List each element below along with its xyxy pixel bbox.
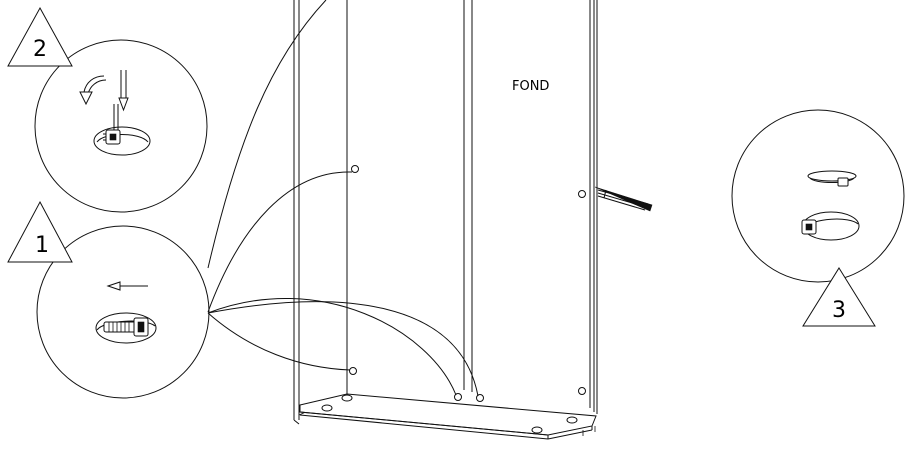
callout-step-1: 1 [7,200,210,399]
step-3-number: 3 [832,298,846,323]
callout-step-2: 2 [7,6,208,213]
step-1-number: 1 [35,233,49,258]
detail-circle-step-3 [731,109,905,283]
rotate-arrow-icon [79,75,107,106]
screw-holes [349,165,586,402]
push-down-arrow-icon [118,70,129,112]
right-side-panel [589,0,598,414]
base-plate [299,393,597,440]
cabinet: FOND [293,0,598,440]
insertion-arrow-icon [594,186,653,212]
detail-circle-step-1 [36,225,210,399]
cam-lock-hole-icon [93,104,151,156]
center-divider [463,0,473,392]
step-2-triangle [7,6,73,67]
step-3-triangle [802,267,876,327]
leader-lines [207,0,479,397]
callout-step-3: 3 [731,109,905,327]
cam-hole-icon [801,211,860,241]
step-2-number: 2 [33,37,47,62]
panel-label: FOND [512,79,549,94]
slide-left-arrow-icon [106,281,148,291]
cover-cap-icon [807,170,857,187]
bolt-in-hole-icon [95,312,157,344]
detail-circle-step-2 [34,39,208,213]
step-1-triangle [7,200,73,263]
left-side-panel [293,0,348,425]
